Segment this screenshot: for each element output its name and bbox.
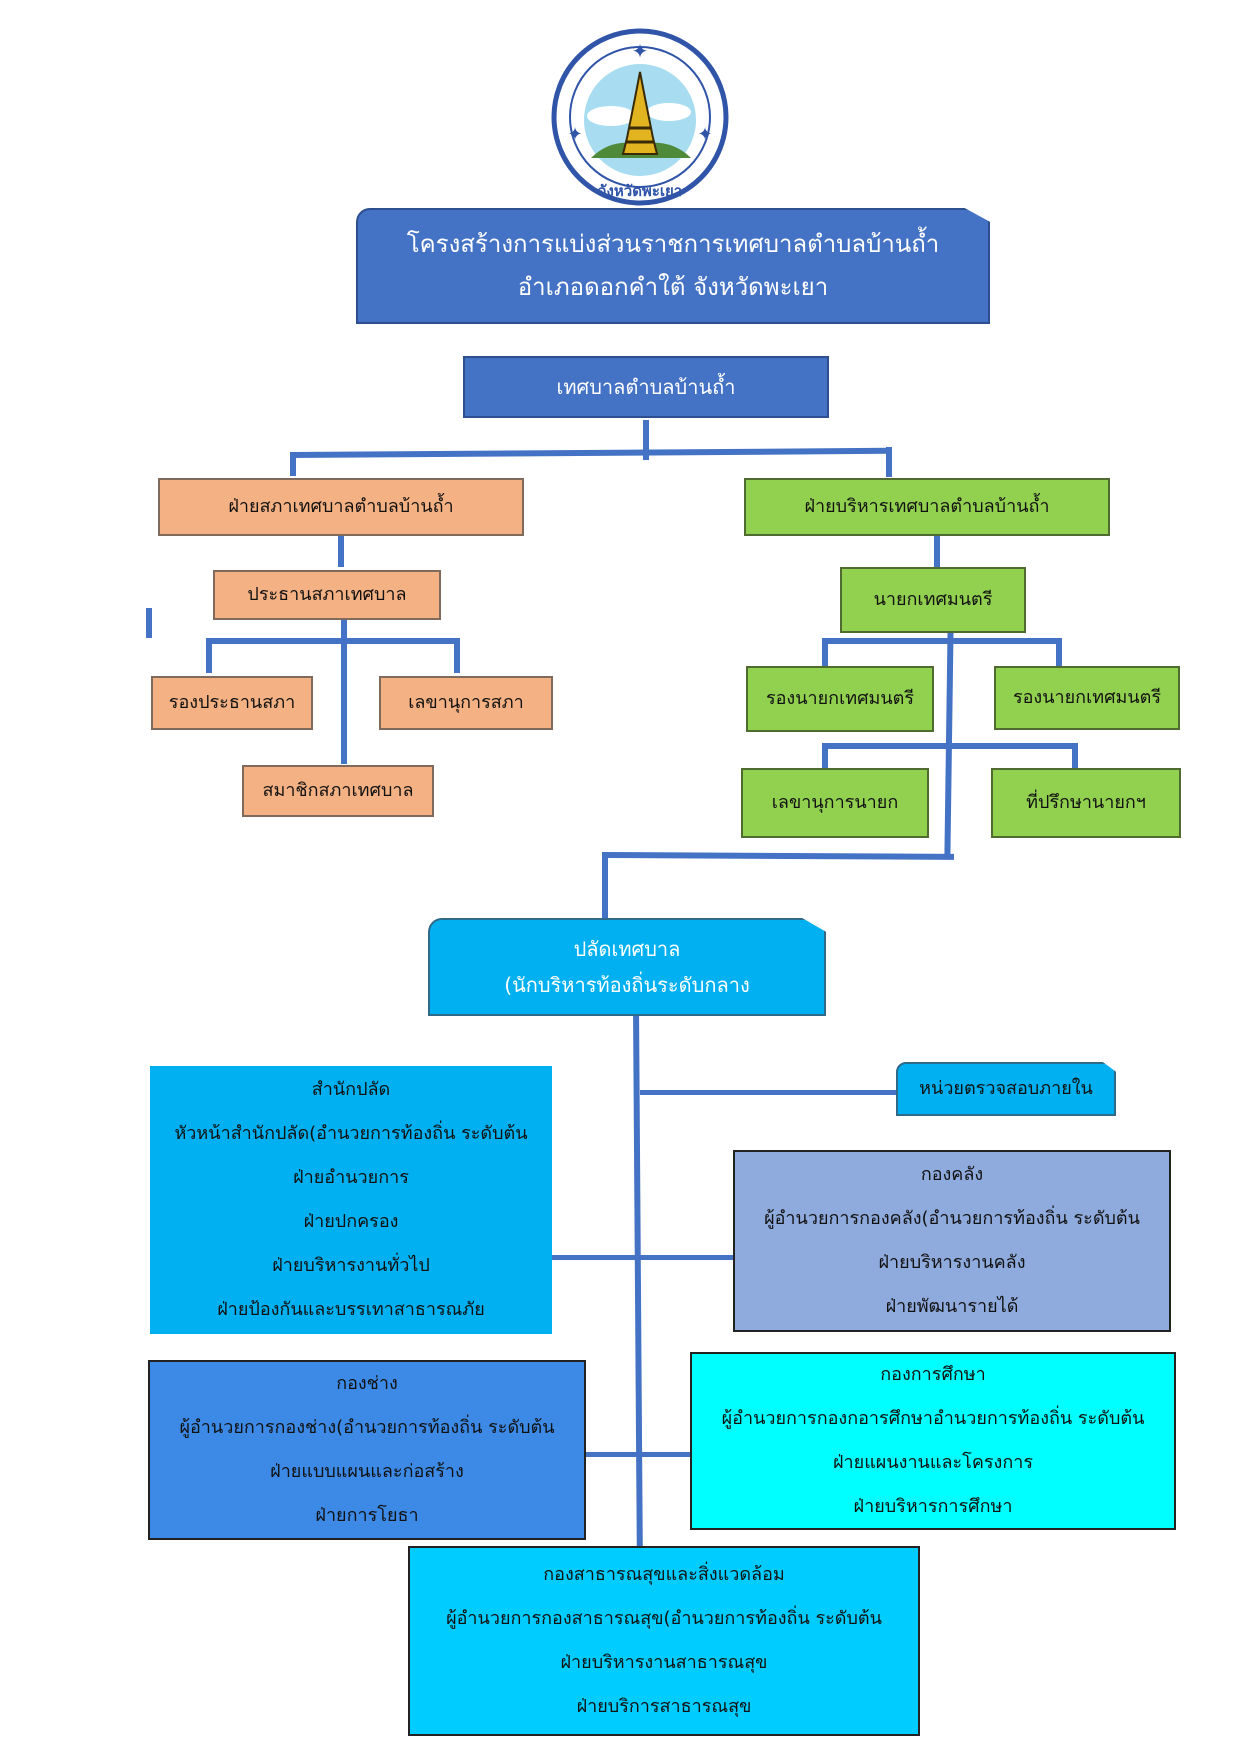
- health-division-node: กองสาธารณสุขและสิ่งแวดล้อม ผู้อำนวยการกอ…: [408, 1546, 920, 1736]
- clerk-line-1: ปลัดเทศบาล: [573, 937, 681, 961]
- finance-line-3: ฝ่ายพัฒนารายได้: [885, 1296, 1019, 1317]
- engineering-line-0: กองช่าง: [336, 1373, 398, 1394]
- office-of-clerk-node: สำนักปลัด หัวหน้าสำนักปลัด(อำนวยการท้องถ…: [150, 1066, 552, 1334]
- education-line-1: ผู้อำนวยการกองกอารศึกษาอำนวยการท้องถิ่น …: [721, 1408, 1145, 1429]
- council-members-label: สมาชิกสภาเทศบาล: [262, 780, 414, 802]
- deputy-mayor-1-label: รองนายกเทศมนตรี: [765, 688, 915, 710]
- health-line-3: ฝ่ายบริการสาธารณสุข: [576, 1696, 752, 1717]
- finance-division-node: กองคลัง ผู้อำนวยการกองคลัง(อำนวยการท้องถ…: [733, 1150, 1171, 1332]
- health-line-2: ฝ่ายบริหารงานสาธารณสุข: [560, 1652, 768, 1673]
- municipal-clerk-node: ปลัดเทศบาล (นักบริหารท้องถิ่นระดับกลาง: [428, 918, 826, 1016]
- internal-audit-label: หน่วยตรวจสอบภายใน: [919, 1078, 1093, 1100]
- education-line-2: ฝ่ายแผนงานและโครงการ: [833, 1452, 1033, 1473]
- finance-line-2: ฝ่ายบริหารงานคลัง: [878, 1252, 1026, 1273]
- root-node: เทศบาลตำบลบ้านถ้ำ: [463, 356, 829, 418]
- office-line-0: สำนักปลัด: [311, 1079, 391, 1100]
- education-division-node: กองการศึกษา ผู้อำนวยการกองกอารศึกษาอำนวย…: [690, 1352, 1176, 1530]
- mayor-advisor-label: ที่ปรึกษานายกฯ: [1026, 792, 1146, 814]
- logo-seal-icon: ✦ ✦ ✦ จังหวัดพะเยา: [551, 28, 729, 206]
- svg-text:✦: ✦: [697, 124, 712, 145]
- office-line-2: ฝ่ายอำนวยการ: [293, 1167, 409, 1188]
- finance-line-1: ผู้อำนวยการกองคลัง(อำนวยการท้องถิ่น ระดั…: [764, 1208, 1140, 1229]
- mayor-node: นายกเทศมนตรี: [840, 567, 1026, 633]
- council-members-node: สมาชิกสภาเทศบาล: [242, 765, 434, 817]
- council-chair-label: ประธานสภาเทศบาล: [247, 584, 407, 606]
- municipality-logo: ✦ ✦ ✦ จังหวัดพะเยา: [551, 28, 729, 206]
- health-line-1: ผู้อำนวยการกองสาธารณสุข(อำนวยการท้องถิ่น…: [446, 1608, 882, 1629]
- council-label: ฝ่ายสภาเทศบาลตำบลบ้านถ้ำ: [228, 496, 454, 518]
- office-line-5: ฝ่ายป้องกันและบรรเทาสาธารณภัย: [217, 1299, 485, 1320]
- root-label: เทศบาลตำบลบ้านถ้ำ: [556, 375, 736, 399]
- title-line-1: โครงสร้างการแบ่งส่วนราชการเทศบาลตำบลบ้าน…: [406, 229, 940, 258]
- title-line-2: อำเภอดอกคำใต้ จังหวัดพะเยา: [517, 273, 829, 301]
- svg-text:✦: ✦: [567, 124, 582, 145]
- engineering-line-1: ผู้อำนวยการกองช่าง(อำนวยการท้องถิ่น ระดั…: [179, 1417, 555, 1438]
- finance-line-0: กองคลัง: [920, 1164, 984, 1185]
- council-vice-node: รองประธานสภา: [151, 676, 313, 730]
- council-secretary-node: เลขานุการสภา: [379, 676, 553, 730]
- engineering-line-3: ฝ่ายการโยธา: [315, 1505, 419, 1526]
- council-secretary-label: เลขานุการสภา: [408, 692, 524, 714]
- council-node: ฝ่ายสภาเทศบาลตำบลบ้านถ้ำ: [158, 478, 524, 536]
- mayor-label: นายกเทศมนตรี: [873, 589, 993, 611]
- chart-title: โครงสร้างการแบ่งส่วนราชการเทศบาลตำบลบ้าน…: [356, 208, 990, 324]
- engineering-line-2: ฝ่ายแบบแผนและก่อสร้าง: [270, 1461, 464, 1482]
- mayor-secretary-label: เลขานุการนายก: [771, 792, 899, 814]
- mayor-advisor-node: ที่ปรึกษานายกฯ: [991, 768, 1181, 838]
- executive-node: ฝ่ายบริหารเทศบาลตำบลบ้านถ้ำ: [744, 478, 1110, 536]
- health-line-0: กองสาธารณสุขและสิ่งแวดล้อม: [543, 1564, 785, 1585]
- office-line-4: ฝ่ายบริหารงานทั่วไป: [272, 1255, 430, 1276]
- internal-audit-node: หน่วยตรวจสอบภายใน: [896, 1062, 1116, 1116]
- office-line-3: ฝ่ายปกครอง: [303, 1211, 399, 1232]
- clerk-line-2: (นักบริหารท้องถิ่นระดับกลาง: [504, 973, 750, 997]
- council-chair-node: ประธานสภาเทศบาล: [213, 570, 441, 620]
- council-vice-label: รองประธานสภา: [168, 692, 296, 714]
- mayor-secretary-node: เลขานุการนายก: [741, 768, 929, 838]
- executive-label: ฝ่ายบริหารเทศบาลตำบลบ้านถ้ำ: [804, 496, 1050, 518]
- engineering-division-node: กองช่าง ผู้อำนวยการกองช่าง(อำนวยการท้องถ…: [148, 1360, 586, 1540]
- deputy-mayor-2-label: รองนายกเทศมนตรี: [1012, 687, 1162, 709]
- education-line-3: ฝ่ายบริหารการศึกษา: [853, 1496, 1013, 1517]
- deputy-mayor-2-node: รองนายกเทศมนตรี: [994, 666, 1180, 730]
- svg-text:✦: ✦: [632, 39, 649, 63]
- office-line-1: หัวหน้าสำนักปลัด(อำนวยการท้องถิ่น ระดับต…: [174, 1123, 528, 1144]
- education-line-0: กองการศึกษา: [880, 1364, 986, 1385]
- deputy-mayor-1-node: รองนายกเทศมนตรี: [746, 666, 934, 732]
- svg-text:จังหวัดพะเยา: จังหวัดพะเยา: [598, 182, 682, 200]
